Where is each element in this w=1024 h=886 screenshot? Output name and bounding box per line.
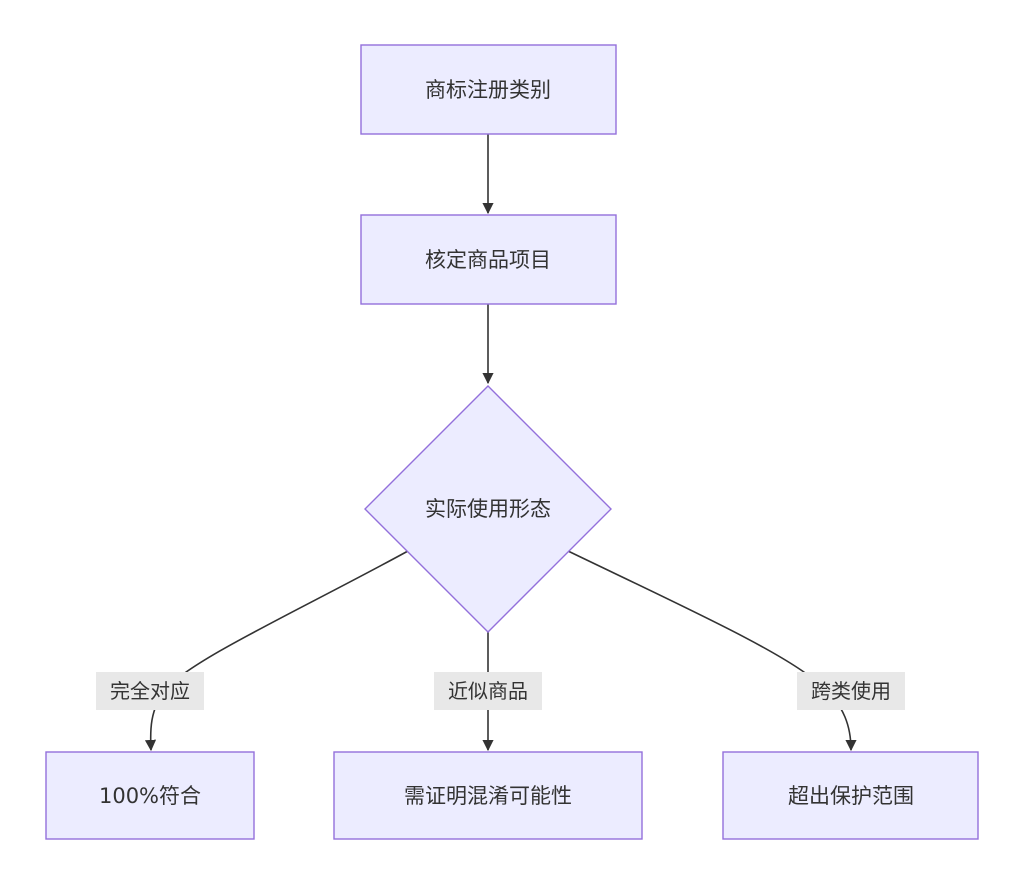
node-registration-class[interactable]: 商标注册类别: [360, 44, 617, 135]
node-actual-use-form[interactable]: 实际使用形态: [364, 385, 612, 633]
edge-use-form-to-full-match: [144, 550, 409, 752]
edge-label-similar-goods-text: 近似商品: [448, 679, 528, 703]
node-beyond-scope-label: 超出保护范围: [788, 784, 914, 808]
edge-label-cross-class-text: 跨类使用: [811, 679, 891, 703]
node-proof-confusion-label: 需证明混淆可能性: [404, 784, 572, 808]
node-actual-use-form-label: 实际使用形态: [425, 497, 551, 521]
edge-label-exact-match: 完全对应: [96, 672, 204, 710]
node-full-match-label: 100%符合: [99, 784, 201, 808]
node-proof-confusion[interactable]: 需证明混淆可能性: [333, 751, 643, 840]
node-beyond-scope[interactable]: 超出保护范围: [722, 751, 979, 840]
node-registration-class-label: 商标注册类别: [425, 78, 551, 102]
edge-label-cross-class: 跨类使用: [797, 672, 905, 710]
node-full-match[interactable]: 100%符合: [45, 751, 255, 840]
edge-use-form-to-beyond: [567, 550, 857, 752]
node-approved-goods[interactable]: 核定商品项目: [360, 214, 617, 305]
edge-label-exact-match-text: 完全对应: [110, 679, 190, 703]
edge-label-similar-goods: 近似商品: [434, 672, 542, 710]
node-approved-goods-label: 核定商品项目: [425, 248, 551, 272]
